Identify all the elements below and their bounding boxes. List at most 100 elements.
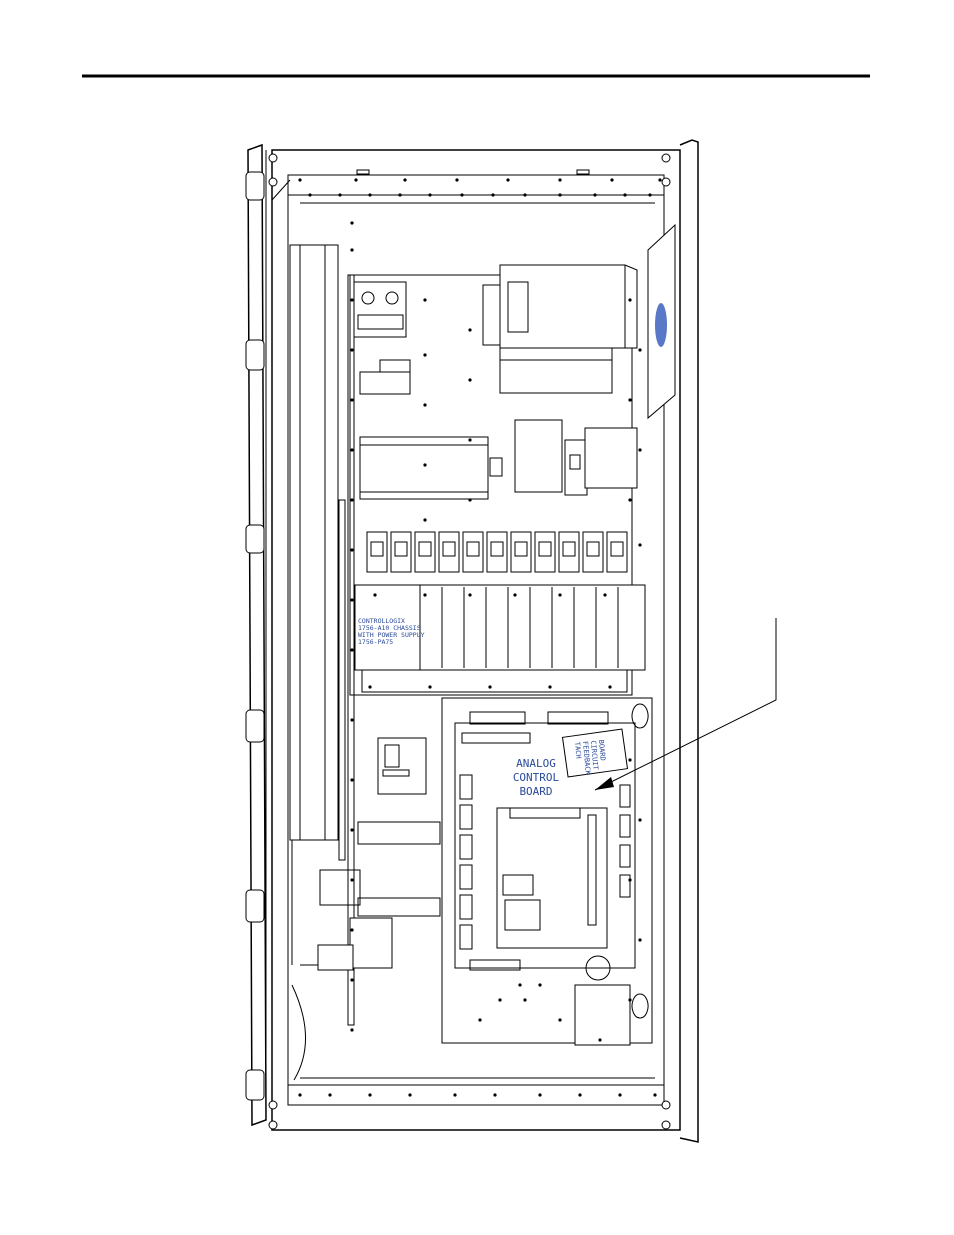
screw-dot [373, 593, 376, 596]
board-connector [620, 815, 630, 837]
terminal-block [367, 532, 387, 572]
screw-dot [350, 448, 353, 451]
screw-dot [648, 193, 651, 196]
terminal-block [511, 532, 531, 572]
board-connector [620, 845, 630, 867]
screw-dot [423, 353, 426, 356]
screw-dot [350, 348, 353, 351]
screw-dot [603, 593, 606, 596]
screw-dot [488, 685, 491, 688]
screw-dot [598, 1038, 601, 1041]
screw-dot [350, 928, 353, 931]
screw-dot [350, 878, 353, 881]
terminal-block [487, 532, 507, 572]
board-connector [620, 785, 630, 807]
screw-dot [423, 463, 426, 466]
controllogix-label-4: 1756-PA75 [358, 638, 393, 646]
board-connector [460, 925, 472, 949]
controllogix-chassis: CONTROLLOGIX 1756-A10 CHASSIS WITH POWER… [355, 585, 645, 692]
screw-dot [523, 998, 526, 1001]
screw-dot [423, 518, 426, 521]
screw-dot [491, 193, 494, 196]
screw-dot [518, 983, 521, 986]
power-supply-box [483, 265, 637, 393]
screw-dot [308, 193, 311, 196]
screw-dot [628, 298, 631, 301]
screw-dot [558, 1018, 561, 1021]
screw-dot [350, 498, 353, 501]
screw-dot [468, 498, 471, 501]
screw-dot [368, 685, 371, 688]
terminal-block [535, 532, 555, 572]
screw-dot [638, 938, 641, 941]
screw-dot [350, 718, 353, 721]
screw-dot [354, 178, 357, 181]
screw-dot [558, 193, 561, 196]
screw-dot [350, 248, 353, 251]
screw-dot [618, 1093, 621, 1096]
terminal-block-row [367, 532, 627, 572]
screw-dot [398, 193, 401, 196]
board-connector [460, 775, 472, 799]
screw-dot [350, 598, 353, 601]
screw-dot [628, 998, 631, 1001]
screw-dot [423, 298, 426, 301]
screw-dot [350, 778, 353, 781]
screw-dot [608, 685, 611, 688]
screw-dot [638, 543, 641, 546]
screw-dot [298, 178, 301, 181]
screw-dot [638, 448, 641, 451]
board-connector [460, 865, 472, 889]
screw-dot [653, 1093, 656, 1096]
screw-dot [350, 548, 353, 551]
screw-dot [350, 978, 353, 981]
terminal-block [415, 532, 435, 572]
screw-dot [628, 878, 631, 881]
middle-right-contactors [515, 420, 637, 495]
screw-dot [455, 178, 458, 181]
screw-dot [423, 403, 426, 406]
screw-dot [523, 193, 526, 196]
screw-dot [298, 1093, 301, 1096]
top-left-disconnects [354, 282, 410, 394]
side-fan-panel [648, 225, 675, 418]
tach-label-1: TACH [573, 741, 582, 758]
screw-dot [350, 298, 353, 301]
screw-dot [468, 593, 471, 596]
screw-dot [350, 221, 353, 224]
screw-dot [506, 178, 509, 181]
screw-dot [408, 1093, 411, 1096]
board-connector [460, 895, 472, 919]
board-connector [460, 805, 472, 829]
screw-dot [623, 193, 626, 196]
screw-dot [350, 828, 353, 831]
screw-dot [478, 1018, 481, 1021]
terminal-block [391, 532, 411, 572]
screw-dot [428, 193, 431, 196]
screw-dot [403, 178, 406, 181]
middle-left-unit [360, 437, 502, 499]
terminal-block [607, 532, 627, 572]
screw-dot [538, 1093, 541, 1096]
screw-dot [493, 1093, 496, 1096]
terminal-block [439, 532, 459, 572]
screw-dot [513, 593, 516, 596]
analog-label-2: CONTROL [513, 771, 560, 784]
screw-dot [460, 193, 463, 196]
screw-dot [468, 438, 471, 441]
lower-left-components [318, 738, 440, 970]
analog-label-3: BOARD [519, 785, 552, 798]
screw-dot [628, 398, 631, 401]
screw-dot [368, 1093, 371, 1096]
fan-logo-icon [655, 303, 667, 347]
screw-dot [578, 1093, 581, 1096]
screw-dot [453, 1093, 456, 1096]
terminal-block [559, 532, 579, 572]
screw-dot [350, 648, 353, 651]
analog-control-board-assembly: ANALOG CONTROL BOARD TACH FEEDBACK CIRCU… [442, 698, 652, 1045]
screw-dot [593, 193, 596, 196]
screw-dot [610, 178, 613, 181]
board-connector [620, 875, 630, 897]
screw-dot [328, 1093, 331, 1096]
